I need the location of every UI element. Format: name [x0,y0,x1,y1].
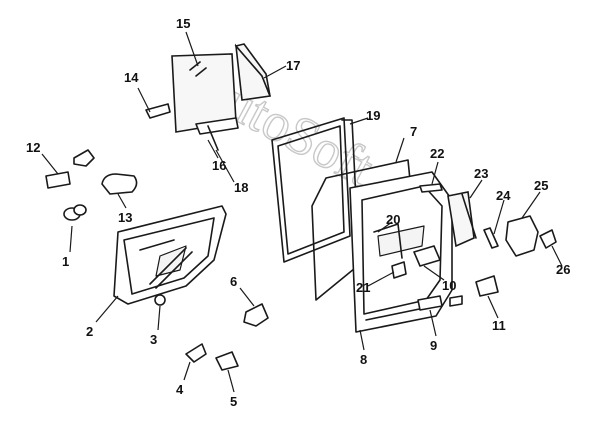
label-7: 7 [410,124,417,139]
label-2: 2 [86,324,93,339]
label-3: 3 [150,332,157,347]
label-22: 22 [430,146,444,161]
label-12: 12 [26,140,40,155]
label-1: 1 [62,254,69,269]
part-26-striker [539,229,557,249]
part-21-lock-mechanism [391,261,407,279]
label-23: 23 [474,166,488,181]
part-13-pull-handle [101,173,138,195]
part-10-door-lock [413,245,441,267]
part-9b-handle-cover [449,295,463,307]
label-5: 5 [230,394,237,409]
part-24-run-channel [483,227,499,249]
part-22-glass-channel [419,183,443,193]
part-14-bracket [145,103,171,119]
label-4: 4 [176,382,184,397]
label-16: 16 [212,158,226,173]
leader-lines [41,31,563,393]
part-3-window-regulator [149,247,193,306]
label-25: 25 [534,178,548,193]
label-13: 13 [118,210,132,225]
part-9-outer-handle [417,295,443,311]
part-23-quarter-glass [447,191,477,248]
label-9: 9 [430,338,437,353]
part-16-regulator-channel [195,117,239,151]
label-17: 17 [286,58,300,73]
part-1-lock-knob [63,204,87,221]
part-25-door-latch [505,215,539,257]
callout-labels: 1 2 3 4 5 6 7 8 9 10 11 12 13 14 15 16 1… [26,16,570,409]
label-21: 21 [356,280,370,295]
label-15: 15 [176,16,190,31]
part-17-quarter-glass [234,43,272,101]
part-6-hinge [243,303,269,327]
label-19: 19 [366,108,380,123]
part-11-lock-cylinder [475,275,499,297]
label-11: 11 [492,318,506,333]
part-4-latch [185,343,207,363]
label-6: 6 [230,274,237,289]
label-24: 24 [496,188,511,203]
part-12b-clip [73,149,95,167]
part-12-clip [45,171,71,189]
label-14: 14 [124,70,139,85]
part-2-door-trim-panel [113,205,227,305]
label-8: 8 [360,352,367,367]
label-10: 10 [442,278,456,293]
label-18: 18 [234,180,248,195]
label-20: 20 [386,212,400,227]
part-5-latch [215,351,239,371]
label-26: 26 [556,262,570,277]
